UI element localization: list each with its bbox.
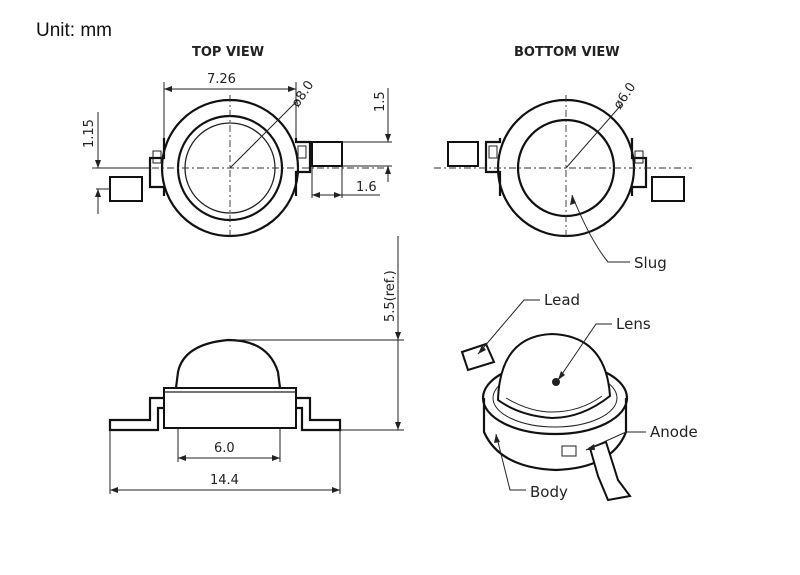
bottom-view-title: BOTTOM VIEW [514, 45, 620, 60]
iso-lead-right [588, 440, 632, 502]
bottom-body-left [484, 138, 502, 196]
label-lead: Lead [544, 291, 580, 309]
unit-label: Unit: mm [36, 20, 112, 41]
bottom-lead-left [447, 141, 479, 167]
top-lead-left [109, 176, 143, 202]
dim-height: 5.5(ref.) [383, 270, 398, 322]
iso-lens [496, 332, 612, 420]
dim-lens-dia: ø8.0 [289, 78, 317, 110]
label-lens: Lens [616, 315, 651, 333]
top-view: TOP VIEW 7.26 ø8.0 [82, 45, 392, 240]
side-lead-left [108, 396, 164, 432]
bottom-mark-left [488, 145, 498, 159]
label-body: Body [530, 483, 568, 501]
bottom-mark-right [634, 150, 644, 164]
dim-offset: 1.15 [82, 119, 97, 148]
top-mark-right [297, 145, 307, 159]
dim-lead-height: 1.5 [373, 91, 388, 112]
top-mark-left [152, 150, 162, 164]
iso-lead-left [460, 342, 496, 372]
label-slug: Slug [634, 254, 667, 272]
side-lead-right [296, 396, 342, 432]
label-anode: Anode [650, 423, 698, 441]
iso-view: Lead Lens Anode Body [460, 291, 698, 502]
top-lead-right [311, 141, 343, 167]
side-body [163, 387, 297, 429]
iso-body-side [482, 398, 628, 472]
side-dome [174, 338, 282, 389]
dim-lead-width: 1.6 [356, 180, 377, 195]
dim-slug-dia: ø6.0 [611, 80, 639, 112]
dim-total: 14.4 [210, 473, 239, 488]
side-view: 5.5(ref.) 6.0 14.4 [108, 236, 404, 494]
dim-width: 7.26 [207, 72, 236, 87]
bottom-view: BOTTOM VIEW ø6.0 Slug [434, 45, 692, 272]
top-view-title: TOP VIEW [192, 45, 264, 60]
top-body-right [294, 138, 312, 196]
dim-base: 6.0 [214, 441, 235, 456]
bottom-lead-right [651, 176, 685, 202]
